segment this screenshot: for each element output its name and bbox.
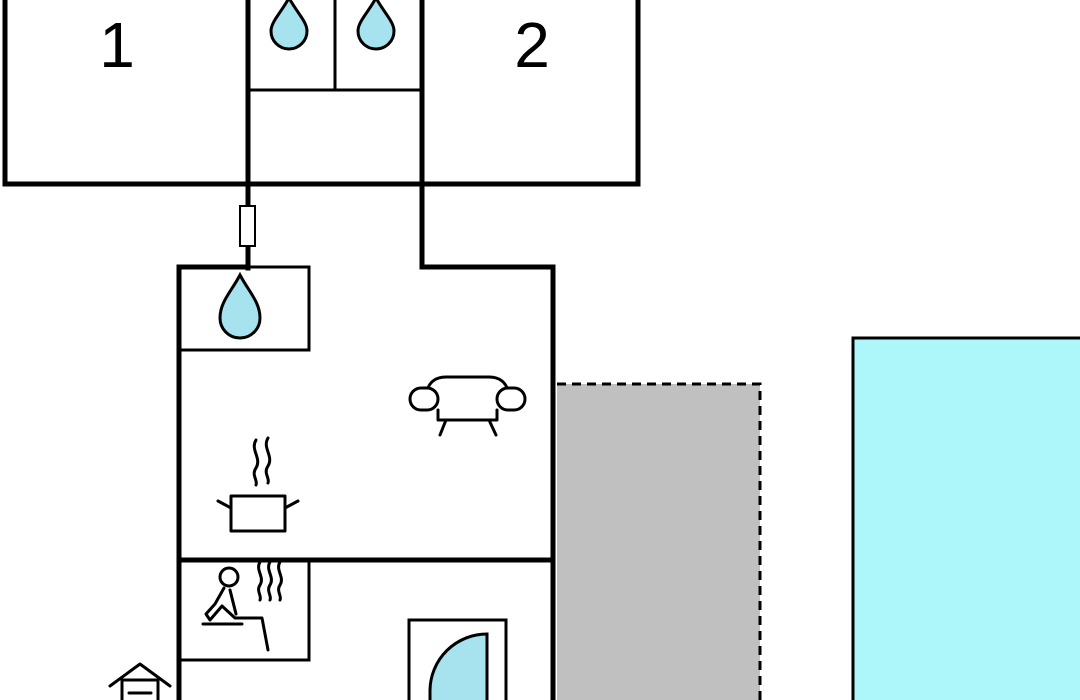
room-label-bedroom-1: 1: [99, 9, 135, 81]
room-label-bedroom-2: 2: [514, 9, 550, 81]
cooking-pot-icon: [216, 436, 300, 533]
pool: [851, 336, 1080, 700]
water-drop-icon: [356, 0, 396, 51]
sauna-icon: [201, 560, 283, 652]
water-drop-icon: [269, 0, 309, 51]
lower-block-walls: [176, 264, 556, 700]
corridor-walls: [239, 181, 556, 700]
water-drop-icon: [218, 271, 262, 340]
terrace: [557, 382, 762, 700]
upper-block-walls: [2, 0, 641, 187]
sofa-icon: [408, 375, 527, 437]
shower-icon: [407, 618, 508, 700]
house-icon: [108, 662, 172, 700]
